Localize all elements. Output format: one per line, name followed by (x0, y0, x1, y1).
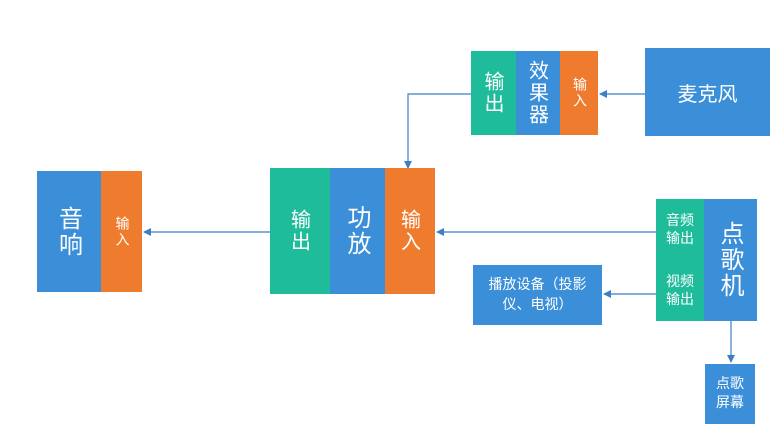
effects-output: 输出 (471, 51, 516, 135)
amplifier-input-label: 输入 (397, 209, 422, 253)
speaker-input: 输入 (101, 171, 142, 292)
song-screen-box: 点歌屏幕 (705, 364, 755, 424)
speaker-input-label: 输入 (113, 215, 130, 248)
amplifier-output-label: 输出 (287, 209, 312, 253)
song-screen-label: 点歌屏幕 (716, 376, 744, 411)
karaoke-video-output: 视频输出 (656, 260, 704, 321)
effects-box: 效果器 (516, 51, 560, 135)
amplifier-output: 输出 (270, 168, 330, 294)
amplifier-box: 功放 (330, 168, 385, 294)
effects-input: 输入 (560, 51, 598, 135)
speaker-label: 音响 (54, 205, 83, 258)
effects-label: 效果器 (525, 60, 550, 126)
effects-output-label: 输出 (481, 71, 505, 115)
karaoke-audio-output: 音频输出 (656, 199, 704, 260)
amplifier-input: 输入 (385, 168, 435, 294)
microphone-label: 麦克风 (677, 81, 738, 106)
effects-input-label: 输入 (571, 77, 587, 109)
karaoke-label: 点歌机 (716, 221, 744, 299)
playback-device-box: 播放设备（投影仪、电视） (473, 265, 602, 325)
karaoke-box: 点歌机 (704, 199, 757, 321)
arrow-effects-to-amp (404, 93, 471, 169)
playback-device-label: 播放设备（投影仪、电视） (488, 277, 587, 313)
speaker-box: 音响 (37, 171, 101, 292)
karaoke-video-output-label: 视频输出 (666, 273, 694, 308)
amplifier-label: 功放 (343, 205, 371, 257)
microphone-box: 麦克风 (645, 48, 770, 136)
karaoke-audio-output-label: 音频输出 (666, 212, 694, 247)
